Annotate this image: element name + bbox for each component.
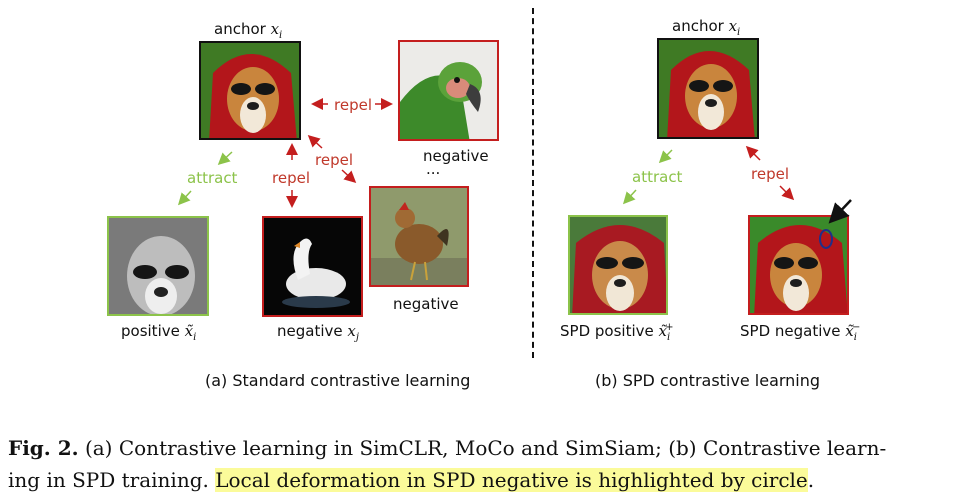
attract-arrow-down-icon xyxy=(177,190,192,206)
deformation-circle-icon xyxy=(819,229,833,249)
left-negative-chicken-image xyxy=(369,186,469,287)
left-negative-chicken-label: negative xyxy=(393,295,459,313)
left-negative-parrot-image xyxy=(398,40,499,141)
caption-highlight: Local deformation in SPD negative is hig… xyxy=(215,468,808,492)
right-attract-arrow-down-icon xyxy=(622,189,637,205)
caption-text: (a) Contrastive learning in SimCLR, MoCo… xyxy=(78,436,887,460)
left-repel-down-label: repel xyxy=(272,169,310,187)
repel-arrow-diag-up-icon xyxy=(307,134,323,149)
right-spd-positive-label: SPD positive x̃i+ xyxy=(560,322,674,343)
left-anchor-image xyxy=(199,41,301,140)
right-spd-negative-label: SPD negative x̃i− xyxy=(740,322,861,343)
right-repel-arrow-up-icon xyxy=(745,145,761,161)
left-negative-swan-image xyxy=(262,216,363,317)
left-repel-diag-label: repel xyxy=(315,151,353,169)
right-anchor-image xyxy=(657,38,759,139)
figure-caption: Fig. 2. (a) Contrastive learning in SimC… xyxy=(8,432,968,496)
left-negative-parrot-label: negative xyxy=(423,147,489,165)
left-subtitle: (a) Standard contrastive learning xyxy=(205,371,471,390)
right-repel-arrow-down-icon xyxy=(779,185,795,201)
caption-fig-label: Fig. 2. xyxy=(8,436,79,460)
right-attract-arrow-up-icon xyxy=(658,149,673,164)
right-subtitle: (b) SPD contrastive learning xyxy=(595,371,821,390)
right-spd-negative-image xyxy=(748,215,849,315)
left-anchor-label: anchor xi xyxy=(214,20,283,41)
right-spd-positive-image xyxy=(568,215,668,315)
right-repel-label: repel xyxy=(751,165,789,183)
left-repel-top-label: repel xyxy=(334,96,372,114)
left-positive-image xyxy=(107,216,209,316)
right-anchor-label: anchor xi xyxy=(672,17,741,38)
attract-arrow-up-icon xyxy=(217,151,233,166)
left-attract-label: attract xyxy=(187,169,238,187)
pointer-arrow-icon xyxy=(828,199,852,224)
caption-line-1: Fig. 2. (a) Contrastive learning in SimC… xyxy=(8,432,968,464)
right-attract-label: attract xyxy=(632,168,683,186)
left-positive-label: positive x̃i xyxy=(121,322,197,343)
panel-divider xyxy=(532,8,534,358)
caption-line-2: ing in SPD training. Local deformation i… xyxy=(8,468,815,492)
repel-arrow-diag-down-icon xyxy=(341,169,357,184)
left-dots: ... xyxy=(426,160,441,178)
left-negative-swan-label: negative xj xyxy=(277,322,359,343)
